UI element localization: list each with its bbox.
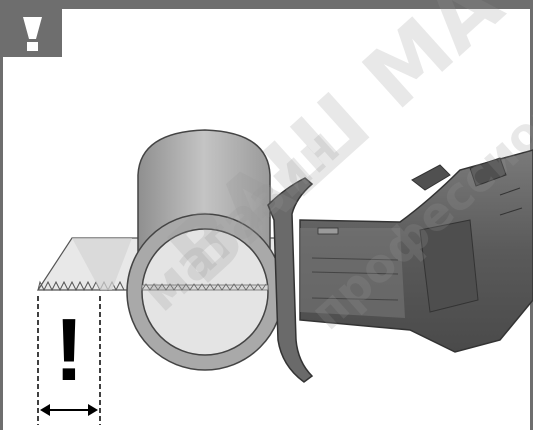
caution-mark: ! bbox=[54, 300, 84, 399]
clearance-dimension bbox=[37, 296, 101, 425]
exclamation-icon bbox=[23, 17, 42, 51]
header-bar bbox=[0, 0, 533, 9]
reciprocating-saw bbox=[267, 149, 533, 383]
pipe bbox=[126, 129, 284, 371]
warning-badge bbox=[3, 9, 62, 57]
left-border bbox=[0, 0, 3, 430]
